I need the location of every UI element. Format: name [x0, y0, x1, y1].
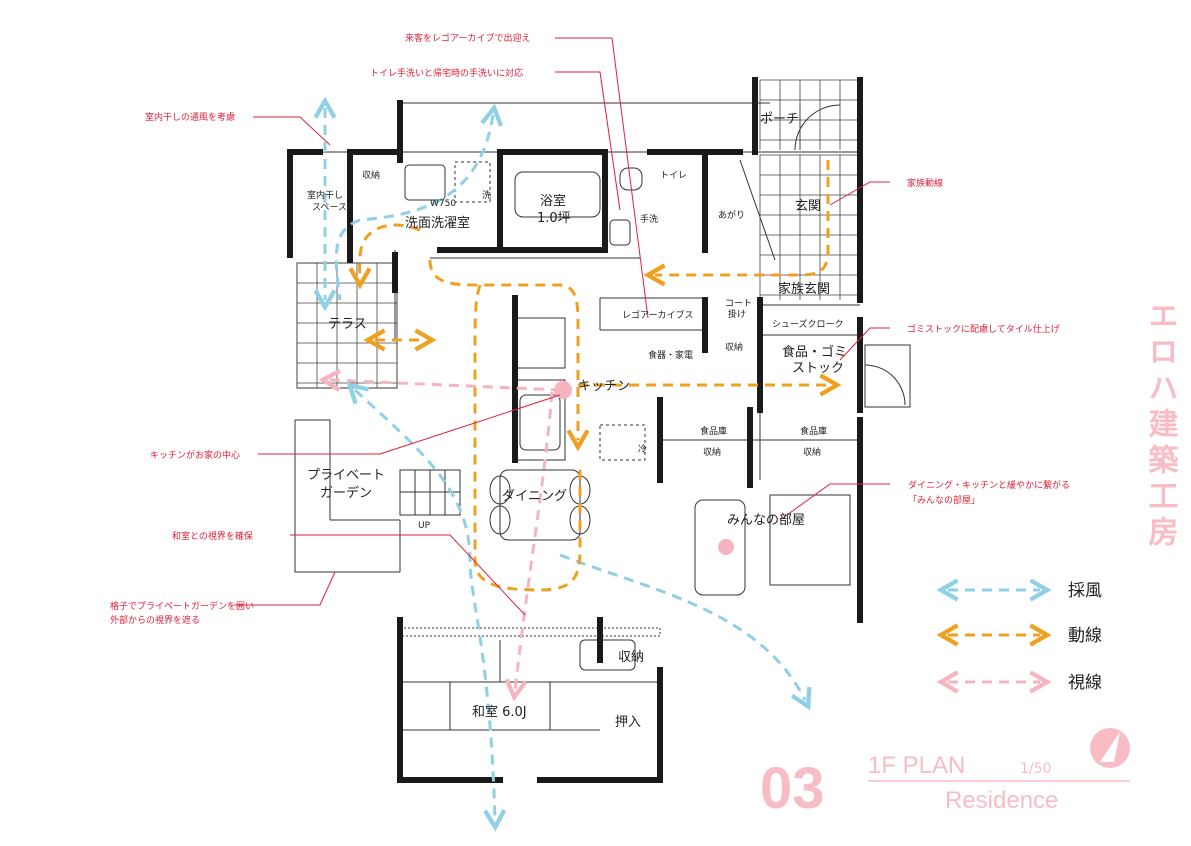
label-everyones-room: みんなの部屋 — [727, 513, 805, 528]
label-oshiire: 押入 — [615, 715, 641, 730]
sight-arrows — [318, 368, 561, 702]
legend-wind-label: 採風 — [1068, 581, 1102, 601]
logo-mark — [1090, 728, 1130, 768]
label-kitchen: キッチン — [578, 379, 630, 394]
label-storage-mid: 収納 — [725, 341, 743, 353]
label-storage-top: 収納 — [362, 169, 380, 181]
label-coat-2: 掛け — [728, 308, 746, 320]
label-dining: ダイニング — [502, 489, 567, 504]
label-porch: ポーチ — [760, 112, 799, 127]
title-block: 03 1F PLAN 1/50 Residence — [760, 728, 1130, 821]
label-bath-2: 1.0坪 — [537, 211, 571, 226]
walls — [287, 77, 863, 783]
label-agari: あがり — [718, 209, 745, 221]
label-w750: W750 — [430, 199, 456, 209]
annotation-reception: 来客をレゴアーカイブで出迎え — [405, 32, 530, 44]
eye-markers — [554, 381, 734, 555]
label-washitsu: 和室 6.0J — [472, 704, 527, 720]
label-hand-wash: 手洗 — [640, 213, 658, 225]
label-washroom: 洗面洗濯室 — [405, 215, 470, 231]
label-coat-1: コート — [725, 299, 752, 309]
label-food-garbage-1: 食品・ゴミ — [782, 344, 847, 360]
label-family-genkan: 家族玄関 — [778, 281, 830, 297]
annotation-toilet: トイレ手洗いと帰宅時の手洗いに対応 — [370, 67, 523, 79]
vertical-company-name: エロハ建築工房 — [1144, 300, 1179, 552]
label-food-garbage-2: ストック — [792, 361, 844, 376]
annotation-everyones-room: 「みんなの部屋」 — [908, 494, 980, 506]
label-terrace: テラス — [328, 317, 367, 332]
label-toilet: トイレ — [660, 171, 687, 181]
legend: 採風 動線 視線 — [936, 578, 1102, 694]
label-dry-2: スペース — [312, 203, 347, 213]
annotation-garbage: ゴミストックに配慮してタイル仕上げ — [907, 323, 1060, 335]
label-bath-1: 浴室 — [540, 193, 566, 209]
annotation-leaders — [235, 37, 890, 616]
title-plan: 1F PLAN — [868, 752, 965, 779]
legend-route-label: 動線 — [1068, 626, 1102, 646]
route-arrows — [348, 160, 842, 592]
annotation-lattice-2: 外部からの視界を遮る — [110, 614, 200, 626]
annotation-washitsu-view: 和室との視界を確保 — [172, 530, 253, 542]
label-private-garden-2: ガーデン — [320, 485, 372, 501]
label-wash-mark: 洗 — [482, 189, 491, 201]
label-food-appliances: 食器・家電 — [648, 349, 693, 361]
label-private-garden-1: プライベート — [307, 468, 385, 483]
annotation-dining-connect: ダイニング・キッチンと緩やかに繋がる — [908, 479, 1070, 491]
title-scale: 1/50 — [1020, 761, 1051, 777]
wind-arrows — [313, 96, 812, 832]
annotation-family-route: 家族動線 — [907, 177, 943, 189]
tile-grids — [296, 79, 861, 388]
label-pantry-left: 食品庫 — [700, 425, 727, 437]
annotation-lattice-1: 格子でプライベートガーデンを囲い — [110, 600, 254, 612]
label-shoes-cloak: シューズクローク — [772, 318, 844, 330]
legend-sight-label: 視線 — [1068, 673, 1102, 693]
annotation-drying: 室内干しの通風を考慮 — [145, 111, 235, 123]
label-washitsu-storage: 収納 — [618, 650, 644, 665]
title-number: 03 — [760, 756, 825, 821]
annotation-texts: 来客をレゴアーカイブで出迎え トイレ手洗いと帰宅時の手洗いに対応 室内干しの通風… — [110, 32, 1070, 626]
label-pantry-right: 食品庫 — [800, 425, 827, 437]
label-dry-1: 室内干し — [307, 189, 343, 201]
label-genkan: 玄関 — [795, 199, 821, 214]
label-storage-left: 収納 — [703, 446, 721, 458]
room-labels: ポーチ 玄関 家族玄関 シューズクローク 食品・ゴミ ストック あがり トイレ … — [307, 112, 847, 730]
label-fridge: 冷 — [638, 443, 647, 455]
label-storage-right: 収納 — [803, 446, 821, 458]
annotation-kitchen-center: キッチンがお家の中心 — [150, 449, 240, 461]
title-name: Residence — [945, 787, 1058, 814]
label-lego-archive: レゴアーカイブス — [622, 309, 693, 321]
label-up: UP — [418, 521, 431, 531]
